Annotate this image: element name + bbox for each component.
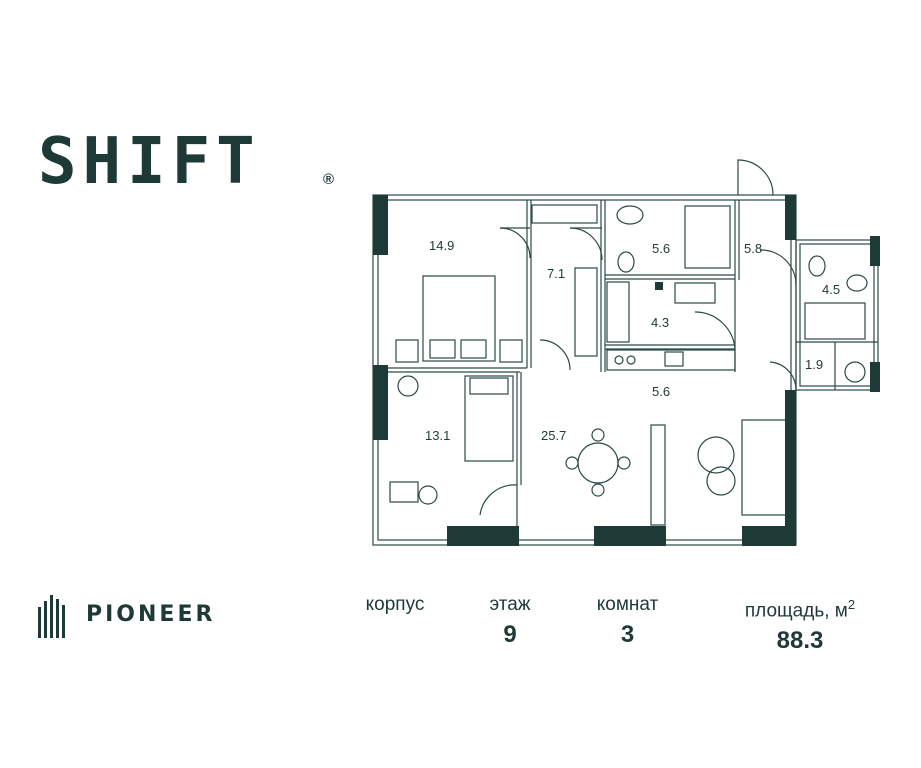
dining-table [577, 442, 619, 484]
door-swing [499, 227, 531, 259]
structural-walls [373, 195, 880, 546]
registered-mark: ® [323, 171, 335, 188]
rooms-value: 3 [620, 621, 635, 648]
wall-block [870, 362, 880, 392]
sink [616, 205, 644, 225]
chair [591, 428, 605, 442]
room-label-bedroom-1: 14.9 [429, 238, 454, 253]
washer [844, 361, 866, 383]
shower [684, 205, 731, 269]
door-swing [759, 249, 797, 286]
wall-block [655, 282, 663, 290]
floor-label: этаж [489, 594, 531, 615]
bed [464, 375, 514, 462]
chair [591, 483, 605, 497]
desk [389, 481, 419, 503]
floor-info: этаж 9 [470, 592, 550, 652]
wall-block [742, 526, 796, 546]
building-label: корпус [365, 594, 425, 615]
door-swing [769, 361, 797, 391]
rooms-info: комнат 3 [575, 592, 680, 652]
wall-block [373, 365, 388, 440]
logo-text: SHIFT [38, 125, 261, 199]
kitchen-counter [606, 349, 736, 371]
sink [846, 274, 868, 292]
wall-block [373, 195, 388, 255]
tv-unit [650, 424, 666, 526]
room-label-storage: 4.3 [651, 315, 669, 330]
washer [674, 282, 716, 304]
pillow [429, 339, 456, 359]
entrance-door-swing [737, 159, 774, 196]
room-label-entrance: 5.8 [744, 241, 762, 256]
area-info: площадь, м2 88.3 [720, 592, 880, 658]
rooms-label: комнат [596, 594, 659, 615]
chair [565, 456, 579, 470]
door-swing [539, 339, 571, 371]
door-swing [479, 484, 518, 516]
room-label-closet: 1.9 [805, 357, 823, 372]
shelf [606, 281, 630, 343]
room-label-bathroom-2: 4.5 [822, 282, 840, 297]
shift-logo: SHIFT ® [38, 127, 338, 197]
room-labels: 14.9 7.1 5.6 5.8 4.5 4.3 1.9 5.6 13.1 25… [425, 238, 840, 443]
room-label-hall: 7.1 [547, 266, 565, 281]
pillow [469, 377, 509, 395]
pillow [460, 339, 487, 359]
chair [617, 456, 631, 470]
door-swing [569, 227, 603, 261]
area-label-row: площадь, м2 [720, 592, 880, 624]
bed [422, 275, 496, 362]
wall-block [594, 526, 666, 546]
toilet [808, 255, 826, 277]
burner [626, 355, 636, 365]
room-label-living: 25.7 [541, 428, 566, 443]
area-label: площадь, м [744, 600, 848, 622]
plant [397, 375, 419, 397]
pioneer-text: PIONEER [86, 602, 216, 627]
shower [804, 302, 866, 340]
shoe-rack [531, 204, 598, 224]
nightstand [499, 339, 523, 363]
building-info: корпус [345, 592, 445, 618]
room-label-bedroom-2: 13.1 [425, 428, 450, 443]
nightstand [395, 339, 419, 363]
wall-block [447, 526, 519, 546]
pioneer-logo: PIONEER [38, 593, 268, 638]
wall-block [870, 236, 880, 266]
wardrobe [574, 267, 598, 357]
kitchen-sink [664, 351, 684, 367]
pioneer-bars-icon [38, 595, 65, 638]
area-value: 88.3 [776, 627, 824, 655]
chair [418, 485, 438, 505]
ottoman [706, 466, 736, 496]
annex-inner [799, 243, 875, 387]
coffee-table [697, 436, 735, 474]
wall-block [785, 195, 796, 240]
door-swing [694, 311, 736, 351]
annex-outline [795, 239, 879, 391]
room-label-bathroom-1: 5.6 [652, 241, 670, 256]
floor-value: 9 [503, 621, 517, 648]
area-unit-sup: 2 [847, 597, 856, 612]
floor-plan: 14.9 7.1 5.6 5.8 4.5 4.3 1.9 5.6 13.1 25… [372, 159, 880, 546]
toilet [617, 251, 635, 273]
wall-block [785, 390, 796, 546]
sofa [741, 419, 791, 516]
burner [614, 355, 624, 365]
plan-lines [372, 159, 879, 546]
room-label-kitchen: 5.6 [652, 384, 670, 399]
